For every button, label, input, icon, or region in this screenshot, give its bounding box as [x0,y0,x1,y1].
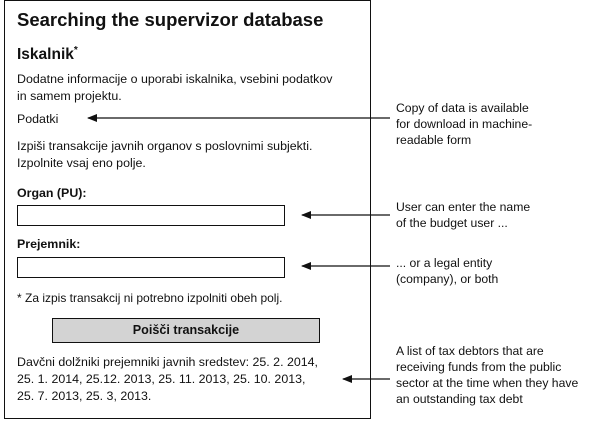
tax-debtors-line3[interactable]: 25. 7. 2013, 25. 3, 2013. [17,389,152,403]
note-organ-line2: of the budget user ... [396,216,508,230]
recipient-input[interactable] [17,257,285,278]
recipient-label: Prejemnik: [17,237,81,251]
search-form-panel: Searching the supervizor database Iskaln… [4,0,371,419]
note-debtors-line2: receiving funds from the public [396,360,562,374]
search-heading-text: Iskalnik [17,46,74,64]
footnote: * Za izpis transakcij ni potrebno izpoln… [17,291,283,305]
note-debtors-line3: sector at the time when they have [396,376,579,390]
form-title: Searching the supervizor database [17,9,324,30]
intro-text-line2: in samem projektu. [17,89,122,103]
data-download-link[interactable]: Podatki [17,112,59,126]
search-transactions-button[interactable]: Poišči transakcije [52,318,320,343]
organ-label: Organ (PU): [17,186,87,200]
tax-debtors-line1[interactable]: Davčni dolžniki prejemniki javnih sredst… [17,355,318,369]
note-download-line2: for download in machine- [396,117,533,131]
instruction-line1: Izpiši transakcije javnih organov s posl… [17,139,313,153]
intro-text-line1: Dodatne informacije o uporabi iskalnika,… [17,72,333,86]
note-debtors-line1: A list of tax debtors that are [396,344,544,358]
instruction-line2: Izpolnite vsaj eno polje. [17,156,146,170]
note-debtors-line4: an outstanding tax debt [396,392,523,406]
tax-debtors-line2[interactable]: 25. 1. 2014, 25.12. 2013, 25. 11. 2013, … [17,372,306,386]
organ-input[interactable] [17,205,285,226]
heading-asterisk: * [73,45,78,56]
note-recipient-line1: ... or a legal entity [396,256,493,270]
note-organ-line1: User can enter the name [396,200,531,214]
note-recipient-line2: (company), or both [396,272,499,286]
search-heading: Iskalnik* [17,45,78,64]
note-download-line3: readable form [396,133,472,147]
note-download-line1: Copy of data is available [396,101,529,115]
